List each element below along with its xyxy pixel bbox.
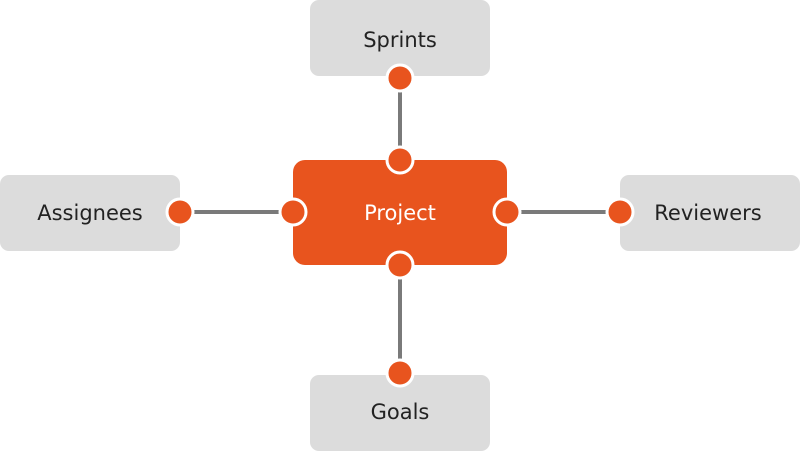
connector-dot-project-bottom: [385, 250, 415, 280]
node-goals-label: Goals: [371, 400, 430, 424]
connector-dot-project-top: [385, 145, 415, 175]
node-project-label: Project: [364, 201, 436, 225]
connector-dot-assignees: [165, 197, 195, 227]
node-sprints: Sprints: [310, 0, 490, 76]
connector-dot-project-left: [278, 197, 308, 227]
node-goals: Goals: [310, 375, 490, 451]
connector-dot-goals: [385, 358, 415, 388]
connector-dot-sprints: [385, 63, 415, 93]
connector-dot-reviewers: [605, 197, 635, 227]
node-assignees-label: Assignees: [37, 201, 143, 225]
node-reviewers-label: Reviewers: [654, 201, 761, 225]
node-project: Project: [293, 160, 507, 265]
node-assignees: Assignees: [0, 175, 180, 251]
node-sprints-label: Sprints: [363, 28, 437, 52]
node-reviewers: Reviewers: [620, 175, 800, 251]
connector-dot-project-right: [492, 197, 522, 227]
